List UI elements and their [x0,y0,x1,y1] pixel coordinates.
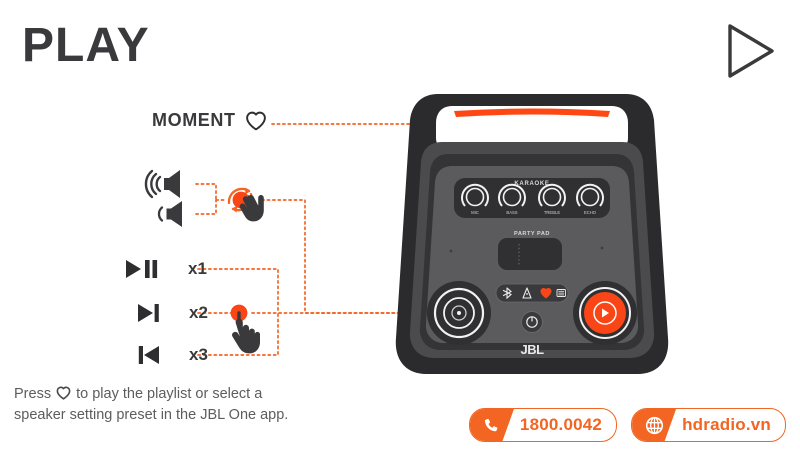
speaker-volume-high-icon [144,166,198,202]
moment-callout: MOMENT [152,110,267,131]
website-url: hdradio.vn [682,415,771,434]
party-pad[interactable] [498,238,562,270]
karaoke-tray [454,178,610,218]
speaker-volume-low-icon [157,198,198,230]
play-button[interactable] [573,281,637,345]
knob-label-echo: ECHO [584,210,597,215]
bluetooth-icon[interactable] [502,287,512,300]
moment-label: MOMENT [152,110,236,130]
phone-number: 1800.0042 [519,415,603,434]
caption-line2: speaker setting preset in the JBL One ap… [14,407,289,424]
globe-icon [632,409,677,441]
playback-count-3: x3 [189,345,208,364]
play-outline-icon [718,20,778,82]
playback-count-2: x2 [189,303,208,322]
knob-label-treble: TREBLE [544,210,560,215]
jbl-logo: JBL [520,342,544,357]
play-pause-icon [124,258,158,280]
website-badge[interactable]: hdradio.vn [631,408,786,442]
playback-row-2: x2 [136,302,208,324]
knob-label-mic: MIC [471,210,479,215]
jbl-partybox-speaker: KARAOKE MIC BASS TREBLE ECHO PARTY PAD [395,94,669,374]
party-light-icon[interactable] [522,287,532,299]
speaker-handle-cutout [436,106,628,152]
playback-row-3: x3 [136,344,208,366]
previous-track-icon [136,344,162,366]
led-strip [454,108,610,117]
caption-line1-before: Press [14,386,56,402]
caption-text: Press to play the playlist or select a s… [14,384,344,426]
heart-moment-icon[interactable] [540,288,552,299]
party-pad-label: PARTY PAD [514,231,550,237]
rotate-knob-hand-icon [222,176,270,228]
phone-icon [469,409,514,441]
karaoke-label: KARAOKE [514,181,549,187]
knob-label-bass: BASS [506,210,517,215]
knob-treble[interactable]: TREBLE [538,183,566,215]
press-button-hand-icon [222,300,266,356]
volume-knob[interactable] [427,281,491,345]
bass-boost-icon[interactable] [556,289,566,297]
contact-badges: 1800.0042 hdradio.vn [468,408,786,442]
power-button[interactable] [521,311,543,333]
playback-row-1: x1 [124,258,207,280]
heart-outline-icon [56,386,71,400]
knob-mic[interactable]: MIC [461,183,489,215]
heart-outline-icon [245,111,267,131]
phone-badge[interactable]: 1800.0042 [468,408,618,442]
next-track-icon [136,302,162,324]
playback-count-1: x1 [188,259,207,278]
page-title: PLAY [22,19,150,72]
caption-line1-after: to play the playlist or select a [72,386,263,402]
knob-bass[interactable]: BASS [498,183,526,215]
knob-echo[interactable]: ECHO [576,183,604,215]
